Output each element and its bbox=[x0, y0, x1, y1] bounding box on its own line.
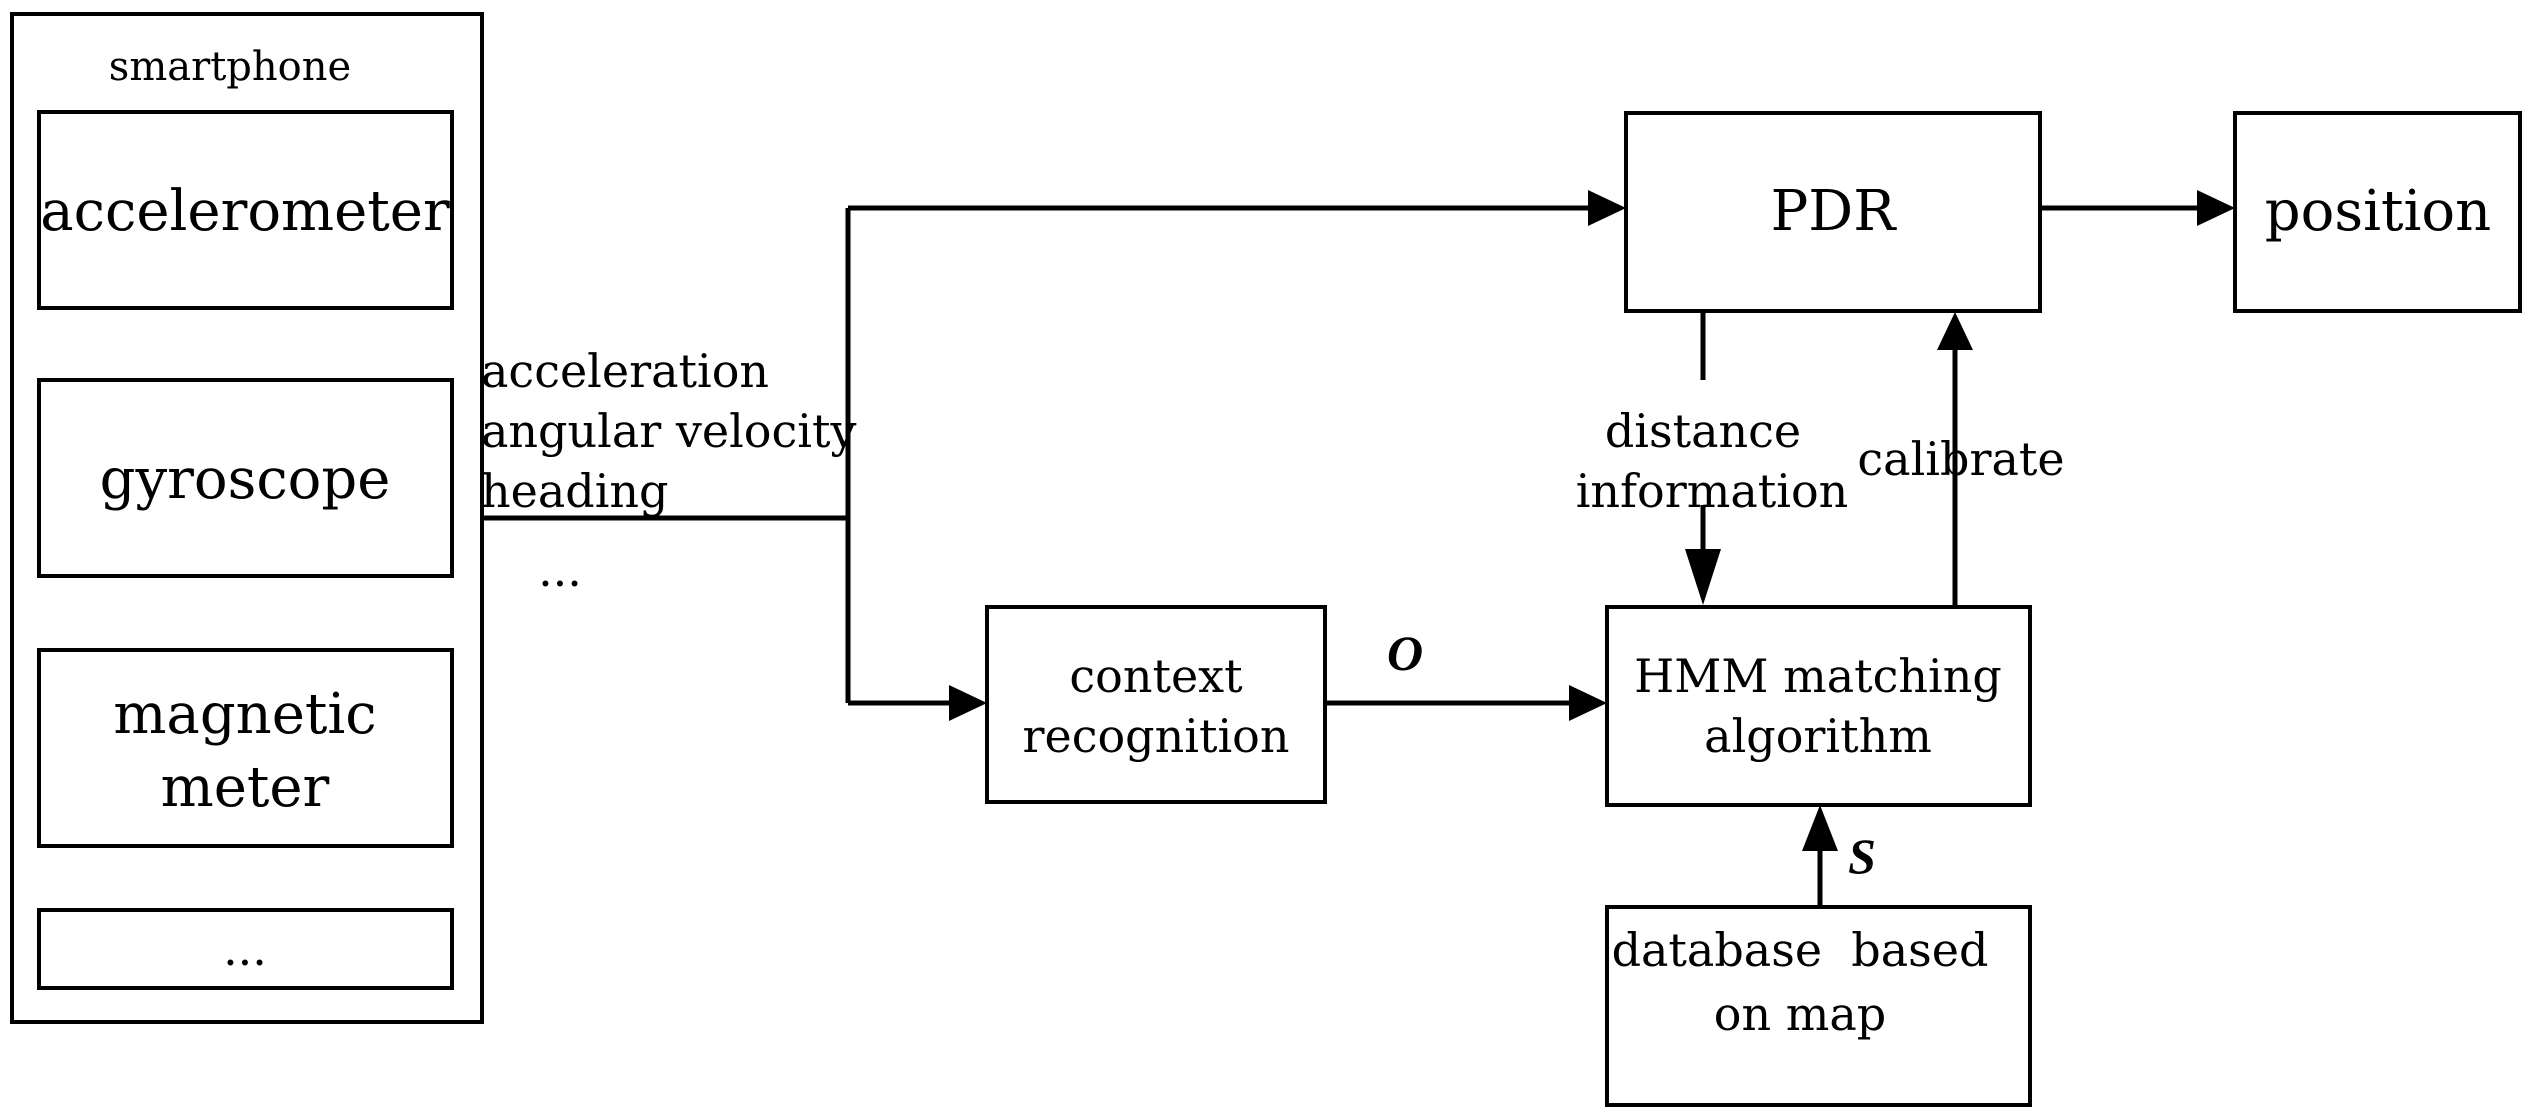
position-label: position bbox=[2265, 179, 2491, 244]
magnetic-meter-node: magnetic meter bbox=[37, 648, 454, 848]
context-recognition-label-line2: recognition bbox=[1023, 709, 1290, 763]
arrowhead-to-context bbox=[949, 685, 987, 721]
magnetic-meter-label-line2: meter bbox=[161, 755, 330, 820]
pdr-label: PDR bbox=[1771, 179, 1898, 244]
accelerometer-label: accelerometer bbox=[40, 179, 450, 244]
hmm-label-line2: algorithm bbox=[1704, 709, 1932, 763]
distance-information-line2: information bbox=[1576, 464, 1849, 518]
signal-heading: heading bbox=[481, 464, 669, 518]
database-label-line2: on map bbox=[1714, 987, 1886, 1041]
gyroscope-label: gyroscope bbox=[100, 447, 391, 512]
smartphone-group: smartphone accelerometer gyroscope magne… bbox=[10, 12, 484, 1024]
pdr-node: PDR bbox=[1624, 111, 2042, 313]
arrowheads bbox=[949, 190, 2235, 851]
signal-more: ... bbox=[538, 543, 582, 597]
hmm-node: HMM matching algorithm bbox=[1605, 605, 2032, 807]
state-symbol: S bbox=[1848, 828, 1876, 884]
database-label-line1: database based bbox=[1612, 923, 1989, 977]
gyroscope-box bbox=[37, 378, 454, 578]
context-recognition-label-line1: context bbox=[1069, 649, 1243, 703]
distance-information-line1: distance bbox=[1605, 404, 1801, 458]
gyroscope-node: gyroscope bbox=[37, 378, 454, 578]
arrowhead-distance-to-hmm bbox=[1685, 549, 1721, 605]
distance-information-label-group: distance information bbox=[1576, 404, 1849, 518]
magnetic-meter-box bbox=[37, 648, 454, 848]
signal-angular-velocity: angular velocity bbox=[481, 404, 856, 458]
smartphone-title: smartphone bbox=[109, 44, 351, 90]
calibrate-label: calibrate bbox=[1857, 432, 2064, 486]
hmm-box bbox=[1605, 605, 2032, 807]
signal-labels: acceleration angular velocity heading ..… bbox=[481, 344, 856, 597]
more-sensors-node: ... bbox=[37, 908, 454, 990]
arrowhead-to-position bbox=[2197, 190, 2235, 226]
hmm-label-line1: HMM matching bbox=[1634, 649, 2002, 703]
connectors bbox=[482, 205, 2200, 905]
accelerometer-box bbox=[37, 110, 454, 310]
context-recognition-node: context recognition bbox=[985, 605, 1327, 804]
signal-acceleration: acceleration bbox=[481, 344, 769, 398]
pdr-box bbox=[1624, 111, 2042, 313]
magnetic-meter-label-line1: magnetic bbox=[113, 682, 376, 747]
position-node: position bbox=[2233, 111, 2522, 313]
arrowhead-calibrate-to-pdr bbox=[1937, 312, 1973, 350]
accelerometer-node: accelerometer bbox=[37, 110, 454, 310]
arrowhead-database-to-hmm bbox=[1802, 805, 1838, 851]
context-recognition-box bbox=[985, 605, 1327, 804]
database-box bbox=[1605, 905, 2032, 1107]
arrowhead-to-hmm bbox=[1569, 685, 1607, 721]
database-node: database based on map bbox=[1605, 905, 2032, 1107]
arrowhead-to-pdr bbox=[1588, 190, 1626, 226]
more-sensors-label: ... bbox=[223, 922, 267, 976]
more-sensors-box bbox=[37, 908, 454, 990]
position-box bbox=[2233, 111, 2522, 313]
observation-symbol: O bbox=[1387, 625, 1423, 681]
